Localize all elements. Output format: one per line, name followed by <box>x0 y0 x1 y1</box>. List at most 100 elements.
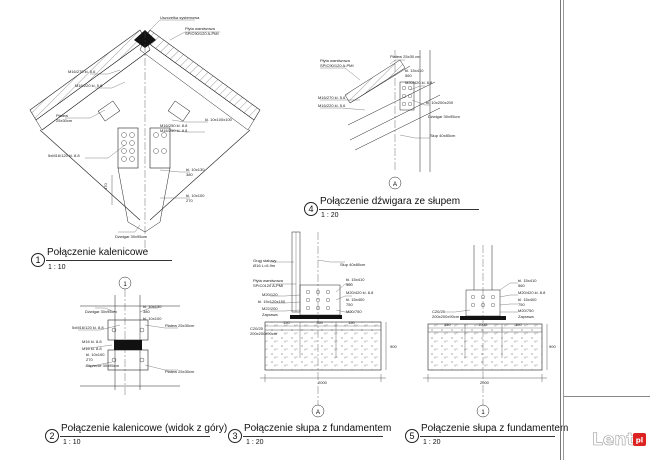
d4-label-panel-type: SPIC90/120 A-PMI <box>320 63 354 68</box>
detail-4-number: 4 <box>304 202 318 216</box>
d3-label-footing-size: 200x200x90cm <box>250 331 278 336</box>
d3-dim-1: 150 <box>283 320 290 325</box>
d1-label-seal: Uszczelka systemowa <box>160 15 200 20</box>
d4-label-column: Słup 40x80cm <box>430 133 456 138</box>
detail-4-scale: 1 : 20 <box>321 212 339 219</box>
detail-2-top-view: 1 Dźwigar 30x95cm bl. 10x130 380 bl. 10x… <box>72 276 195 395</box>
detail-5-title: Połączenie słupa z fundamentem <box>421 423 569 434</box>
detail-3-number: 3 <box>228 429 242 443</box>
d2-label-bolts-group: 5xM16/120 kl. 8.8 <box>72 325 104 330</box>
d3-label-plate-2-len: 560 <box>346 282 353 287</box>
title-block-divider <box>564 396 650 397</box>
d3-label-bar-size: Ø16 L=6.9m <box>253 263 276 268</box>
d1-label-panel-type: SPIC90/120 A-PMI <box>185 31 219 36</box>
d3-label-plate-3-len: 750 <box>346 302 353 307</box>
d4-label-plate-2: bl. 10x200x200 <box>426 100 454 105</box>
d2-section-marker-label: 1 <box>123 282 127 288</box>
d1-label-plate-3-len: 270 <box>186 198 193 203</box>
d5-dim-width: 2000 <box>480 380 490 385</box>
detail-1-number: 1 <box>31 253 45 267</box>
d3-label-grout: Zaprawa <box>262 312 278 317</box>
d5-label-concrete: C20/25 <box>432 309 446 314</box>
d2-label-plate-3: bl. 10x100 <box>86 352 105 357</box>
d5-label-bolt-1: M20/420 kl. 8.8 <box>518 290 546 295</box>
d3-dim-3: 150 <box>348 320 355 325</box>
detail-5-column-foundation: C20/25 200x200x90cm bl. 15x410 560 M20/4… <box>423 245 556 418</box>
d5-label-plate-2: bl. 15x400 <box>518 297 537 302</box>
detail-2-scale: 1 : 10 <box>63 439 81 446</box>
detail-5-underline <box>420 436 555 437</box>
d5-section-marker-label: 1 <box>481 410 485 416</box>
d1-label-dimension: 470 <box>103 183 108 190</box>
detail-3-column-foundation: Grąg stalowy Ø16 L=6.9m Płyta warstwowa … <box>250 231 397 418</box>
d4-label-plate: bl. 15x410 <box>405 68 424 73</box>
d5-dim-3: 150 <box>515 322 522 327</box>
d3-label-concrete: C20/25 <box>250 326 264 331</box>
detail-3-underline <box>243 436 383 437</box>
d2-label-purlin-2: Płatew 25x30cm <box>165 369 195 374</box>
d1-label-plate-2-len: 380 <box>186 172 193 177</box>
d3-label-bolt-1: M20/120 <box>262 292 278 297</box>
detail-1-title: Połączenie kalenicowe <box>47 247 149 258</box>
d3-label-bolt-4: M20/750 <box>346 309 362 314</box>
d2-label-girder: Dźwigar 30x95cm <box>85 309 117 314</box>
d1-label-plate-2: bl. 10x130 <box>186 167 205 172</box>
detail-4-girder-column: Płyta warstwowa SPIC90/120 A-PMI Płatew … <box>318 50 460 190</box>
detail-1-ridge-connection: Uszczelka systemowa Płyta warstwowa SPIC… <box>29 15 261 250</box>
d3-section-marker-label: A <box>316 410 320 416</box>
d1-label-bolts-group: 5xM16/120 kl. 8.8 <box>48 153 80 158</box>
d5-label-plate-1-len: 560 <box>518 283 525 288</box>
detail-5-number: 5 <box>405 429 419 443</box>
detail-2-underline <box>60 436 210 437</box>
detail-5-scale: 1 : 20 <box>423 439 441 446</box>
d4-label-bolt-3: M20/420 kl. 8.8 <box>405 80 433 85</box>
d4-section-marker-label: A <box>393 182 397 188</box>
d2-label-bolt-2: M16 kl. 8.8 <box>82 346 102 351</box>
sheet-frame-line <box>560 0 561 460</box>
d3-dim-2: 750 <box>316 320 323 325</box>
detail-3-scale: 1 : 20 <box>246 439 264 446</box>
d2-label-purlin-1: Płatew 25x30cm <box>165 323 195 328</box>
sheet-frame-line-inner <box>563 0 564 460</box>
detail-1-underline <box>46 260 172 261</box>
d5-dim-2: 1000 <box>478 322 488 327</box>
d3-label-panel: Płyta warstwowa <box>253 278 284 283</box>
detail-1-scale: 1 : 10 <box>48 264 66 271</box>
d1-label-purlin-size: 25x30cm <box>56 118 73 123</box>
d3-label-bolt-3: M20/420 kl. 8.8 <box>346 290 374 295</box>
svg-text:Lento: Lento <box>592 430 646 450</box>
d3-label-panel-type: SPIC0120 A-PMI <box>253 283 283 288</box>
d3-label-column: Słup 40x80cm <box>340 262 366 267</box>
detail-2-number: 2 <box>45 429 59 443</box>
d3-label-bolt-2: M22/200 <box>262 306 278 311</box>
d3-dim-width: 2000 <box>318 380 328 385</box>
d1-label-bolt-4: M16/250 kl. 8.8 <box>160 128 188 133</box>
d5-label-footing-size: 200x200x90cm <box>432 314 460 319</box>
d5-label-plate-1: bl. 15x410 <box>518 278 537 283</box>
d4-section-marker <box>388 176 402 190</box>
d1-label-bolt-2: M16/220 kl. 5.6 <box>75 83 103 88</box>
lento-watermark-logo: Lento pl <box>592 430 647 451</box>
d3-label-plate-3: bl. 15x400 <box>346 297 365 302</box>
detail-4-underline <box>319 209 479 210</box>
d4-label-bolt-2: M16/220 kl. 5.6 <box>318 103 346 108</box>
detail-3-title: Połączenie słupa z fundamentem <box>244 423 392 434</box>
d1-label-panel: Płyta warstwowa <box>185 26 216 31</box>
d1-label-plate-1: kl. 10x100x100 <box>205 117 233 122</box>
d2-label-bolt-1: M16 kl. 8.8 <box>82 339 102 344</box>
d2-label-plate-2: bl. 10x100 <box>143 316 162 321</box>
d3-dim-height: 900 <box>390 344 397 349</box>
d2-label-plate-1-len: 380 <box>143 309 150 314</box>
d4-label-girder: Dźwigar 30x95cm <box>428 114 460 119</box>
d4-label-plate-len: 560 <box>405 73 412 78</box>
d5-dim-1: 150 <box>444 322 451 327</box>
d1-label-bolt-3: M16/250 kl. 8.8 <box>160 123 188 128</box>
d1-label-plate-3: bl. 10x100 <box>186 193 205 198</box>
d4-label-panel: Płyta warstwowa <box>320 58 351 63</box>
d1-label-girder: Dźwigar 30x95cm <box>115 234 147 239</box>
d5-label-bolt-2: M20/750 <box>518 308 534 313</box>
d1-label-purlin: Płatew <box>56 113 68 118</box>
d3-label-plate-2: bl. 15x410 <box>346 277 365 282</box>
d2-label-plate-3-len: 270 <box>86 357 93 362</box>
